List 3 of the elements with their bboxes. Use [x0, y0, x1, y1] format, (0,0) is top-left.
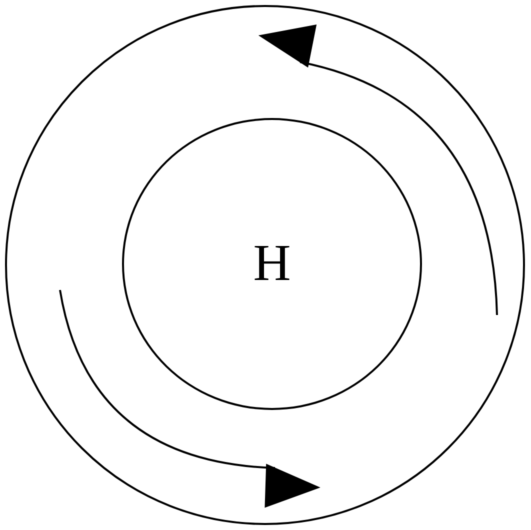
circle-outline	[122, 118, 422, 410]
pressure-letter: H	[253, 238, 291, 290]
circle-outline	[5, 5, 525, 525]
